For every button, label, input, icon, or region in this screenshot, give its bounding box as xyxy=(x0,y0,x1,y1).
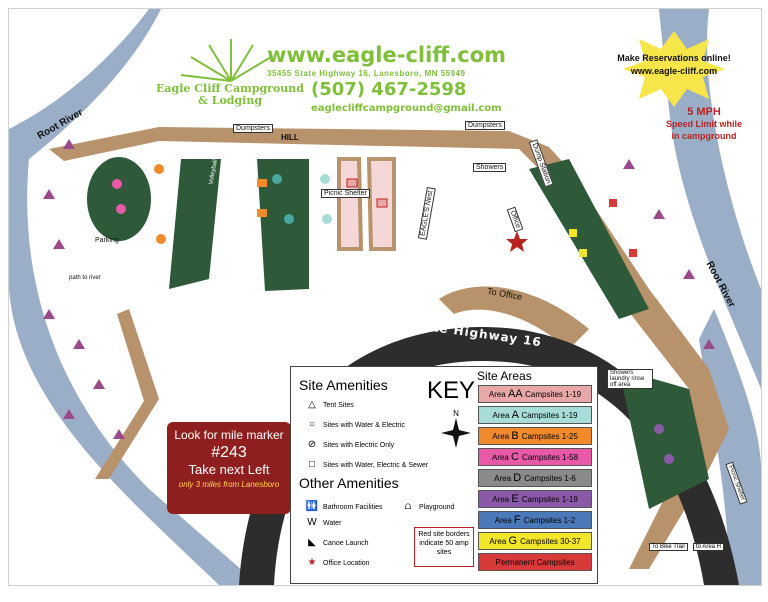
office-location-star xyxy=(506,231,528,252)
site-area-row: Area E Campsites 1-19 xyxy=(478,490,592,508)
reservation-starburst xyxy=(623,31,725,107)
area-word: Area xyxy=(494,474,514,483)
plug-icon: ⊘ xyxy=(307,439,317,450)
area-campsites: Campsites 1-2 xyxy=(523,516,576,525)
logo-sunburst xyxy=(180,39,272,82)
site-area-row: Area D Campsites 1-6 xyxy=(478,469,592,487)
area-g-green xyxy=(529,159,649,319)
area-word: Area xyxy=(492,495,512,504)
amenity-office: ★Office Location xyxy=(305,557,370,568)
area-code: E xyxy=(511,493,522,505)
site-amenities-title: Site Amenities xyxy=(299,377,388,393)
site-areas-title: Site Areas xyxy=(477,369,532,383)
root-river-right-upper xyxy=(659,9,761,389)
area-campsites: Campsites 1-19 xyxy=(521,495,578,504)
amenity-sewer: □Sites with Water, Electric & Sewer xyxy=(305,459,428,470)
area-word: Area xyxy=(492,432,512,441)
water-icon: W xyxy=(307,517,317,528)
area-b-green xyxy=(169,159,221,289)
office-road xyxy=(439,286,589,349)
site-area-row: Permanent Campsites xyxy=(478,553,592,571)
label-dumpsters-1: Dumpsters xyxy=(233,124,273,133)
restroom-icon: 🚻 xyxy=(305,501,319,512)
area-aa-loop-1 xyxy=(337,157,364,251)
circle-icon: ○ xyxy=(308,419,316,430)
email-address[interactable]: eaglecliffcampground@gmail.com xyxy=(311,103,502,114)
address: 35455 State Highway 16, Lanesboro, MN 55… xyxy=(267,69,466,78)
other-amenities-title: Other Amenities xyxy=(299,475,399,491)
area-code: A xyxy=(511,409,522,421)
label-dumpsters-2: Dumpsters xyxy=(465,121,505,130)
canoe-icon: ◣ xyxy=(308,537,316,548)
area-code: F xyxy=(513,514,524,526)
phone-number: (507) 467-2598 xyxy=(311,79,467,100)
label-picnic-shelter: Picnic Shelter xyxy=(321,189,370,198)
compass-rose-icon xyxy=(441,418,471,448)
site-area-row: Area A Campsites 1-19 xyxy=(478,406,592,424)
playground-icon: ⩍ xyxy=(404,501,412,512)
water-electric-sites xyxy=(112,164,674,464)
site-area-row: Area F Campsites 1-2 xyxy=(478,511,592,529)
area-code: AA xyxy=(507,388,526,400)
area-word: Area xyxy=(489,537,509,546)
area-code: G xyxy=(508,535,521,547)
label-parking: Parking xyxy=(95,237,119,244)
area-word: Area xyxy=(492,411,512,420)
site-area-row: Area C Campsites 1-58 xyxy=(478,448,592,466)
sewer-sites xyxy=(257,178,637,257)
root-river-right-lower xyxy=(699,309,761,585)
amenity-canoe: ◣Canoe Launch xyxy=(305,537,368,548)
campground-map: Eagle Cliff Campground& Lodging www.eagl… xyxy=(8,8,762,586)
area-campsites: Campsites 1-19 xyxy=(521,411,578,420)
amenity-electric: ⊘Sites with Electric Only xyxy=(305,439,394,450)
area-campsites: Campsites 1-58 xyxy=(522,453,579,462)
area-a-green xyxy=(257,159,309,291)
main-road xyxy=(49,127,729,569)
tent-icon: △ xyxy=(308,399,316,410)
site-area-row: Area G Campsites 30-37 xyxy=(478,532,592,550)
label-to-bike-trail: To Bike Trail xyxy=(649,543,688,551)
area-c-green xyxy=(87,157,151,241)
label-path-to-river: path to river xyxy=(69,275,101,281)
tent-sites xyxy=(43,139,715,439)
compass-n: N xyxy=(453,409,459,418)
map-key: Site Amenities KEY Site Areas △Tent Site… xyxy=(290,366,598,584)
lower-road xyxy=(95,309,159,479)
area-campsites: Permanent Campsites xyxy=(495,558,575,567)
site-area-row: Area B Campsites 1-25 xyxy=(478,427,592,445)
area-campsites: Campsites 1-6 xyxy=(524,474,576,483)
area-code: C xyxy=(511,451,523,463)
site-area-row: Area AA Campsites 1-19 xyxy=(478,385,592,403)
area-e-green xyxy=(619,369,709,509)
website-url[interactable]: www.eagle-cliff.com xyxy=(267,43,507,67)
mile-marker-sign: Look for mile marker #243 Take next Left… xyxy=(167,422,291,514)
area-campsites: Campsites 1-19 xyxy=(525,390,582,399)
compass: N xyxy=(441,409,471,449)
area-word: Area xyxy=(491,453,512,462)
amenity-bathroom: 🚻Bathroom Facilities xyxy=(305,501,383,512)
amenity-tent: △Tent Sites xyxy=(305,399,354,410)
reservations-note: Make Reservations online!www.eagle-cliff… xyxy=(617,53,731,76)
area-campsites: Campsites 30-37 xyxy=(520,537,581,546)
square-icon: □ xyxy=(308,459,316,470)
red-border-note: Red site borders indicate 50 amp sites xyxy=(414,527,474,567)
star-icon: ★ xyxy=(307,557,317,568)
label-to-area-h: to Area H xyxy=(693,543,725,551)
area-code: B xyxy=(511,430,522,442)
key-title: KEY xyxy=(427,377,476,404)
area-word: Area xyxy=(488,390,508,399)
label-showers: Showers xyxy=(473,163,507,172)
area-campsites: Campsites 1-25 xyxy=(521,432,578,441)
area-code: D xyxy=(513,472,525,484)
speed-limit-note: 5 MPH Speed Limit while in campground xyxy=(665,106,742,141)
label-hill: HILL xyxy=(281,133,299,142)
logo-name: Eagle Cliff Campground& Lodging xyxy=(156,82,304,107)
amenity-water-electric: ○Sites with Water & Electric xyxy=(305,419,405,430)
area-word: Area xyxy=(494,516,514,525)
amenity-playground: ⩍Playground xyxy=(401,501,455,512)
label-showers-laundry: Showers laundry rinse off area xyxy=(607,369,653,389)
